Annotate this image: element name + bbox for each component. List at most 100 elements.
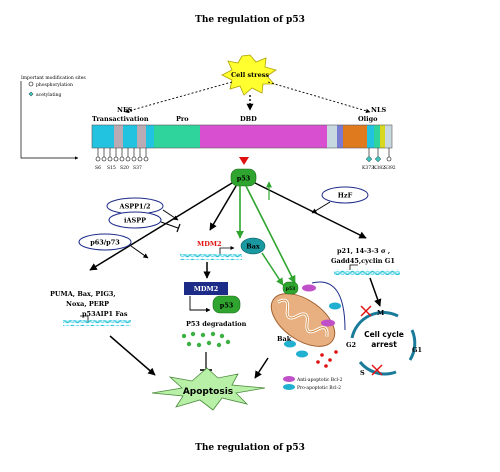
degradation-label: P53 degradation bbox=[186, 320, 247, 328]
aspp-label: ASPP1/2 bbox=[119, 203, 151, 211]
degradation-fragments bbox=[181, 331, 231, 348]
acetylation-icon bbox=[28, 91, 34, 97]
nls-label: NLS bbox=[371, 106, 387, 114]
mito-bcl2-anti-2 bbox=[321, 319, 335, 327]
iaspp-label: iASPP bbox=[124, 217, 146, 225]
block-x-s-2 bbox=[371, 364, 383, 376]
p53-bound-label: p53 bbox=[220, 302, 234, 310]
mito-bcl2-anti-1 bbox=[302, 284, 316, 292]
mdm2-gene-label: MDM2 bbox=[197, 240, 222, 248]
pro-domain bbox=[154, 125, 200, 148]
legend-heading: Important modification sites bbox=[21, 75, 86, 81]
site-k373: K373 bbox=[362, 165, 374, 171]
arrow-hzf bbox=[311, 201, 331, 214]
arrow-p53-to-apop-targets bbox=[89, 182, 233, 271]
apop-target-line-2: Noxa, PERP bbox=[66, 300, 109, 308]
arrow-p53-to-cc-targets bbox=[254, 182, 367, 239]
arrow-aspp bbox=[162, 209, 179, 221]
mdm2-dna bbox=[180, 254, 242, 260]
iaspp-node: iASPP bbox=[108, 211, 162, 229]
phase-g2: G2 bbox=[346, 341, 356, 349]
site-k382: K382 bbox=[373, 165, 385, 171]
cell-cycle: M G2 G1 S Cell cycle arrest bbox=[346, 305, 422, 377]
arrest-label-1: Cell cycle bbox=[364, 330, 404, 339]
arrest-label-2: arrest bbox=[371, 340, 397, 349]
oligo-domain bbox=[343, 125, 367, 148]
cell-stress-burst: Cell stress bbox=[221, 54, 277, 96]
legend-phos-label: phosphorylation bbox=[36, 82, 73, 88]
arrow-p53-to-mdm2 bbox=[209, 185, 237, 231]
mdm2-protein-label: MDM2 bbox=[194, 285, 219, 293]
cc-promoter-arrow bbox=[349, 264, 358, 270]
legend-acet-label: acetylating bbox=[36, 92, 61, 98]
arrow-apop-targets-to-apoptosis bbox=[109, 335, 156, 376]
p53-node-label: p53 bbox=[237, 175, 251, 183]
apop-target-line-3: p53AIP1 Fas bbox=[82, 310, 128, 318]
diagram-caption: The regulation of p53 bbox=[195, 443, 305, 453]
apop-dna bbox=[63, 320, 131, 326]
inhibit-iaspp bbox=[160, 221, 179, 229]
hzf-label: HzF bbox=[338, 192, 353, 200]
arrow-bax-to-mito bbox=[261, 252, 284, 286]
p63-p73-node: p63/p73 bbox=[78, 233, 132, 251]
released-factors bbox=[316, 350, 338, 368]
bcl2-anti-label: Anti-apoptotic Bcl-2 bbox=[296, 377, 343, 383]
block-x-m-2 bbox=[360, 305, 372, 317]
p53-bound-node: p53 bbox=[212, 295, 241, 314]
diagram-title: The regulation of p53 bbox=[195, 15, 305, 25]
cell-stress-label: Cell stress bbox=[231, 71, 269, 79]
pro-label: Pro bbox=[176, 115, 189, 123]
phosphorylation-sites bbox=[95, 148, 392, 162]
bax-label: Bax bbox=[246, 243, 260, 251]
site-s20: S20 bbox=[120, 165, 129, 171]
mdm2-promoter-arrow bbox=[219, 246, 235, 254]
site-s37: S37 bbox=[133, 165, 142, 171]
bcl2-pro-label: Pro-apoptotic Bcl-2 bbox=[297, 385, 341, 391]
transactivation-label: Transactivation bbox=[92, 115, 149, 123]
arrow-p53-to-mito bbox=[245, 185, 296, 284]
bak-label: Bak bbox=[277, 335, 292, 343]
site-s392: S392 bbox=[384, 165, 396, 171]
apoptosis-label: Apoptosis bbox=[183, 387, 233, 397]
site-s6: S6 bbox=[95, 165, 101, 171]
phase-m: M bbox=[377, 309, 384, 317]
arrow-p63-to-targets bbox=[130, 245, 149, 259]
mito-bcl2-pro-3 bbox=[296, 350, 308, 358]
activation-triangle bbox=[239, 157, 249, 165]
arrow-mito-to-apoptosis bbox=[254, 357, 269, 379]
bax-node: Bax bbox=[240, 237, 266, 255]
acetylation-sites bbox=[365, 148, 382, 163]
nes-label: NES bbox=[117, 106, 133, 114]
mitochondrion bbox=[270, 293, 336, 347]
bcl2-legend: Anti-apoptotic Bcl-2 Pro-apoptotic Bcl-2 bbox=[283, 376, 343, 391]
phase-g1: G1 bbox=[412, 346, 422, 354]
stress-arrow-left bbox=[124, 81, 233, 114]
mito-bcl2-pro-2 bbox=[284, 340, 296, 348]
mito-p53-label: p53 bbox=[286, 286, 295, 292]
phase-s: S bbox=[360, 369, 365, 377]
p53-node: p53 bbox=[230, 168, 257, 187]
p53-domain-bar bbox=[91, 124, 393, 149]
mdm2-bracket bbox=[189, 296, 211, 313]
modification-legend: Important modification sites phosphoryla… bbox=[21, 75, 86, 98]
arrow-cc-targets-to-cycle bbox=[369, 277, 382, 307]
oligo-label: Oligo bbox=[358, 115, 378, 123]
cc-target-line-2: Gadd45,cyclin G1 bbox=[331, 257, 395, 265]
stress-arrow-right bbox=[267, 81, 371, 114]
site-s15: S15 bbox=[107, 165, 116, 171]
inhibit-iaspp-bar bbox=[176, 223, 181, 233]
apop-target-line-1: PUMA, Bax, PIG3, bbox=[50, 290, 116, 298]
legend-pointer-line bbox=[20, 81, 79, 160]
mito-bcl2-pro-1 bbox=[329, 302, 341, 310]
dbd-domain bbox=[200, 125, 327, 148]
phosphorylation-icon bbox=[28, 81, 34, 87]
cc-target-line-1: p21, 14-3-3 σ , bbox=[337, 247, 390, 255]
mito-p53: p53 bbox=[282, 281, 299, 295]
mito-loop bbox=[311, 281, 346, 331]
cc-dna bbox=[334, 269, 400, 275]
hzf-node: HzF bbox=[321, 186, 369, 204]
apoptosis-burst: Apoptosis bbox=[151, 367, 266, 411]
mdm2-protein: MDM2 bbox=[184, 282, 228, 295]
dbd-label: DBD bbox=[240, 115, 257, 123]
